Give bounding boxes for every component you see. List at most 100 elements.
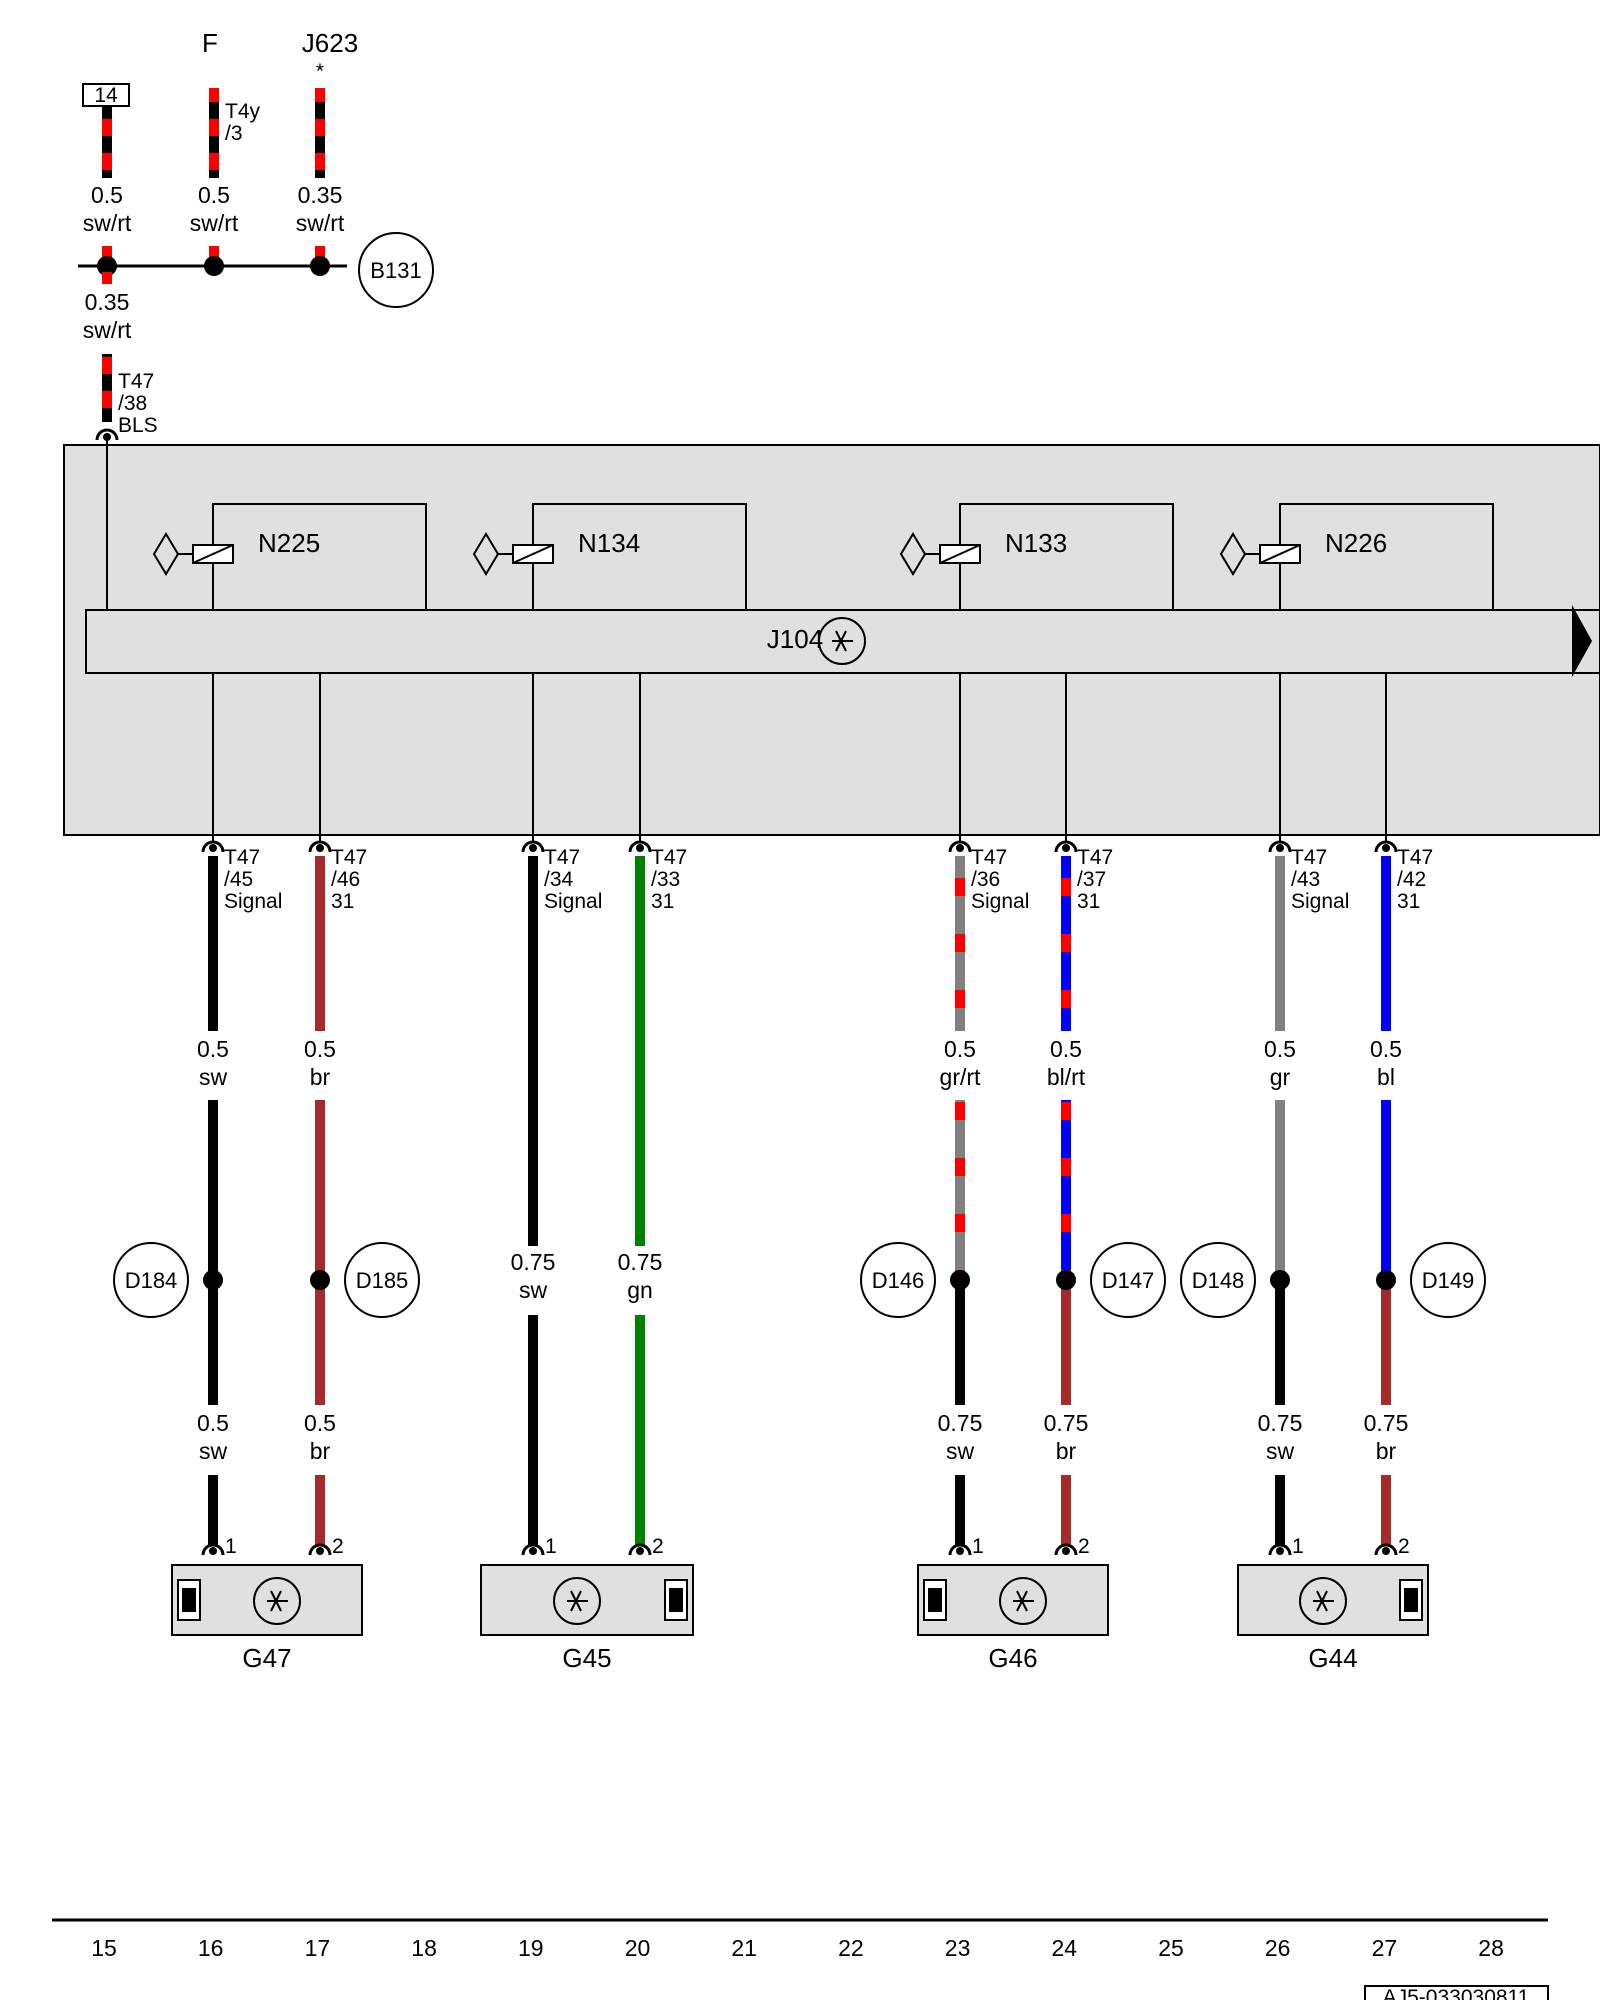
sensor-pin-number: 2 xyxy=(332,1535,344,1558)
sensor-magnet-core xyxy=(182,1588,196,1612)
ruler-number: 21 xyxy=(731,1935,757,1961)
ruler-number: 22 xyxy=(838,1935,864,1961)
wire-lower-segment xyxy=(528,1315,538,1545)
sensor-magnet-core xyxy=(669,1588,683,1612)
wire-upper-segment xyxy=(1061,856,1071,1031)
solenoid-coil-mark xyxy=(192,544,234,564)
connector-pin: /33 xyxy=(651,868,680,891)
wire-mid-segment xyxy=(955,1100,965,1280)
wire-lower-segment xyxy=(1275,1280,1285,1405)
electronics-icon-mark xyxy=(832,630,853,652)
ruler-number: 27 xyxy=(1372,1935,1398,1961)
wire-size-label: 0.5 xyxy=(1050,1036,1082,1062)
bls-pin: /38 xyxy=(118,392,147,415)
connector-pin-icon xyxy=(316,844,324,852)
wire-lower-segment xyxy=(955,1280,965,1405)
wire-color-label: sw xyxy=(199,1064,228,1090)
wire-color-label: br xyxy=(310,1438,331,1464)
sensor-label: G45 xyxy=(562,1643,611,1673)
connector-function: 31 xyxy=(1077,890,1100,913)
junction-dot xyxy=(204,256,224,276)
connector-socket-icon xyxy=(1374,840,1398,853)
wire-upper-segment xyxy=(1275,856,1285,1031)
wire-color-label: sw xyxy=(1266,1438,1295,1464)
ruler-number: 19 xyxy=(518,1935,544,1961)
wire-mid-segment xyxy=(1275,1100,1285,1280)
sensor-connector-icon xyxy=(1268,1543,1292,1556)
wire-size-label: 0.75 xyxy=(618,1249,663,1275)
sensor-connector-pin xyxy=(1382,1547,1390,1555)
wire-color-label: gr xyxy=(1270,1064,1291,1090)
wire-color-label: br xyxy=(1056,1438,1077,1464)
connector-socket-icon xyxy=(628,840,652,853)
wire-color-label: sw xyxy=(519,1277,548,1303)
bls-connector: T47 xyxy=(118,370,154,393)
sensor-pin-number: 2 xyxy=(652,1535,664,1558)
splice-b131-circle xyxy=(358,232,434,308)
sensor-connector-pin xyxy=(529,1547,537,1555)
wire-mid-segment xyxy=(1061,1100,1071,1280)
connector-id: T47 xyxy=(331,846,367,869)
sensor-connector-pin xyxy=(956,1547,964,1555)
connector-pin: /46 xyxy=(331,868,360,891)
wire-upper-segment xyxy=(208,856,218,1031)
wire-color-label: sw xyxy=(199,1438,228,1464)
connector-id: T47 xyxy=(544,846,580,869)
connector-function: Signal xyxy=(1291,890,1349,913)
connector-pin: /37 xyxy=(1077,868,1106,891)
connector-pin-icon xyxy=(1062,844,1070,852)
connector-id: T47 xyxy=(1077,846,1113,869)
splice-circle xyxy=(1410,1242,1486,1318)
sensor-connector-pin xyxy=(316,1547,324,1555)
wire-lower-segment xyxy=(1381,1280,1391,1405)
connector-t4y: T4y xyxy=(225,100,261,123)
connector-socket-icon xyxy=(521,840,545,853)
splice-circle xyxy=(860,1242,936,1318)
wire-size-label: 0.5 xyxy=(304,1410,336,1436)
wire-stub-bls xyxy=(102,272,112,284)
sensor-electronics-icon xyxy=(1299,1577,1347,1625)
valve-label: N226 xyxy=(1325,528,1387,558)
ruler-number: 15 xyxy=(91,1935,117,1961)
junction-dot xyxy=(310,256,330,276)
wire-end-segment xyxy=(315,1475,325,1545)
wire-color-label: gn xyxy=(627,1277,653,1303)
connector-pin-icon xyxy=(956,844,964,852)
wire-mid-segment xyxy=(208,1100,218,1280)
splice-circle xyxy=(113,1242,189,1318)
splice-junction-dot xyxy=(310,1270,330,1290)
wire-size-label: 0.5 xyxy=(1370,1036,1402,1062)
connector-function: 31 xyxy=(331,890,354,913)
sensor-connector-pin xyxy=(1062,1547,1070,1555)
ruler-number: 24 xyxy=(1052,1935,1078,1961)
wire-color-label: bl/rt xyxy=(1047,1064,1086,1090)
sensor-pin-number: 2 xyxy=(1398,1535,1410,1558)
valve-label: N225 xyxy=(258,528,320,558)
bls-connector-pin xyxy=(103,433,111,441)
wire-upper-segment xyxy=(635,856,645,1246)
connector-socket-icon xyxy=(201,840,225,853)
wire-end-segment xyxy=(1381,1475,1391,1545)
electronics-icon xyxy=(818,617,866,665)
sensor-connector-icon xyxy=(1374,1543,1398,1556)
sensor-magnet-core xyxy=(928,1588,942,1612)
sensor-connector-icon xyxy=(628,1543,652,1556)
sensor-pin-number: 1 xyxy=(1292,1535,1304,1558)
ruler-number: 23 xyxy=(945,1935,971,1961)
wire-color-label: br xyxy=(1376,1438,1397,1464)
wire-size-label: 0.5 xyxy=(1264,1036,1296,1062)
ruler-number: 26 xyxy=(1265,1935,1291,1961)
wire-size-label: 0.5 xyxy=(197,1410,229,1436)
sensor-pin-number: 1 xyxy=(225,1535,237,1558)
wire-upper-segment xyxy=(528,856,538,1246)
valve-icon xyxy=(899,532,927,576)
wire-upper-segment xyxy=(1381,856,1391,1031)
wire-size-f: 0.5 xyxy=(198,182,230,208)
wire-lower-segment xyxy=(208,1280,218,1405)
wire-component-f xyxy=(209,88,219,178)
sensor-connector-icon xyxy=(201,1543,225,1556)
wire-color-fuse: sw/rt xyxy=(83,210,132,236)
